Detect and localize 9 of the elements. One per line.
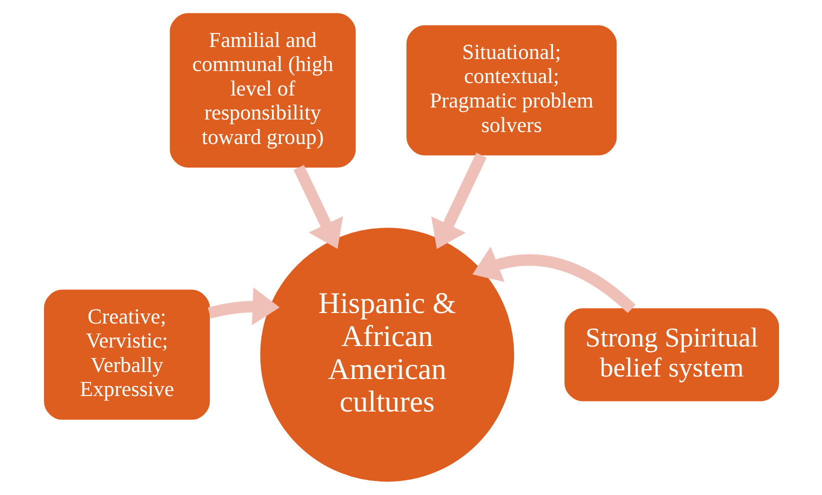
arrow — [472, 246, 635, 314]
node-box: Strong Spiritual belief system — [564, 308, 778, 402]
node-box: Situational; contextual; Pragmatic problem solvers — [406, 25, 616, 156]
arrow — [207, 287, 280, 326]
arrow — [293, 164, 343, 249]
node-circle: Hispanic & African American cultures — [260, 228, 514, 482]
arrow — [430, 152, 486, 250]
node-box: Familial and communal (high level of responsibility toward group) — [169, 13, 356, 168]
node-box: Creative; Vervistic; Verbally Expressive — [44, 290, 210, 420]
